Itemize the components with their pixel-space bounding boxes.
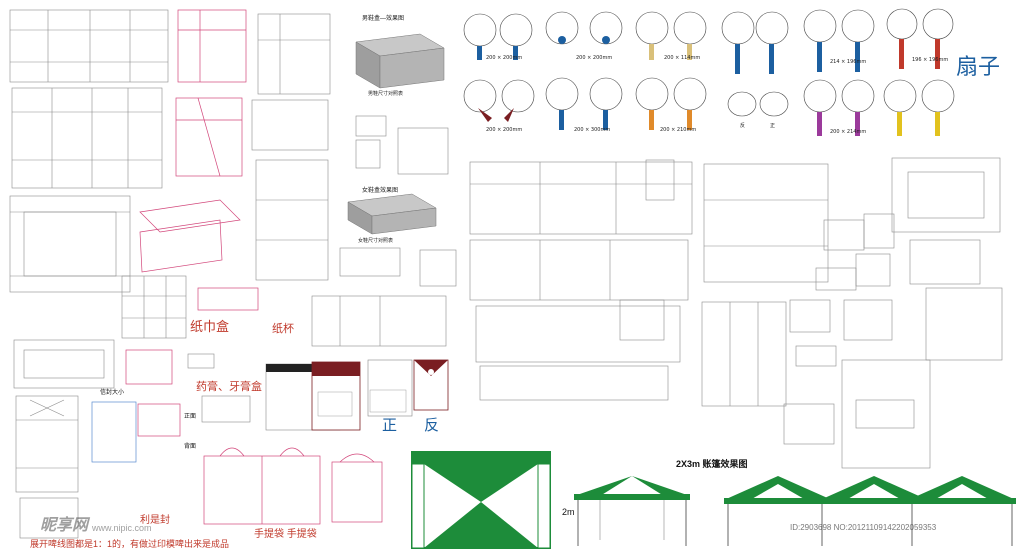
mens-box-label: 男鞋盒—效果图 bbox=[362, 16, 405, 22]
fan-dim-3: 200 × 114mm bbox=[664, 55, 701, 61]
fan-title: 扇子 bbox=[956, 54, 1001, 79]
watermark-logo: 昵享网 bbox=[40, 517, 89, 534]
womens-dims-label: 女鞋尺寸对照表 bbox=[358, 238, 394, 244]
tissue-box-label: 纸巾盒 bbox=[190, 319, 230, 334]
banner bbox=[411, 451, 551, 549]
medicine-box-label: 药膏、牙膏盒 bbox=[196, 381, 262, 393]
left-dielines bbox=[9, 9, 187, 539]
bottom-note: 展开啤线图都是1：1的，有做过印模啤出来是成品 bbox=[30, 539, 230, 549]
mens-dims-label: 男鞋尺寸对照表 bbox=[368, 91, 404, 97]
fan-dim-9: 200 × 214mm bbox=[830, 129, 867, 135]
fan-dim-1: 200 × 200mm bbox=[486, 55, 523, 61]
center-dielines bbox=[187, 13, 457, 423]
envelope-size-label: 信封大小 bbox=[100, 390, 125, 396]
watermark-url: www.nipic.com bbox=[92, 523, 152, 533]
front-side-label: 正面 bbox=[184, 414, 197, 420]
fan-dim-5: 196 × 196mm bbox=[912, 57, 949, 63]
folders bbox=[265, 359, 449, 431]
back-side-label: 背面 bbox=[184, 444, 197, 450]
pink-dielines bbox=[91, 9, 383, 525]
right-dielines bbox=[469, 157, 1003, 469]
fan-back-label: 反 bbox=[740, 123, 746, 129]
shoe-boxes bbox=[347, 33, 445, 235]
fan-dim-8: 200 × 210mm bbox=[660, 127, 697, 133]
red-packet-label: 利是封 bbox=[140, 515, 170, 526]
watermark-id: ID:2903698 NO:20121109142202059353 bbox=[790, 523, 937, 532]
tents bbox=[574, 476, 1016, 546]
fan-dim-2: 200 × 200mm bbox=[576, 55, 613, 61]
tent-2m-label: 2m bbox=[562, 507, 575, 517]
fan-dim-6: 200 × 200mm bbox=[486, 127, 523, 133]
fan-dim-4: 214 × 196mm bbox=[830, 59, 867, 65]
tent-title: 2X3m 账篷效果图 bbox=[676, 459, 748, 469]
folder-front-label: 正 bbox=[382, 417, 398, 434]
folder-back-label: 反 bbox=[424, 417, 440, 434]
womens-box-label: 女鞋盒效果图 bbox=[362, 188, 399, 194]
fan-front-label: 正 bbox=[770, 123, 776, 129]
fan-dim-7: 200 × 300mm bbox=[574, 127, 611, 133]
fans bbox=[463, 8, 955, 136]
paper-cup-label: 纸杯 bbox=[272, 323, 294, 335]
handbags-label: 手提袋 手提袋 bbox=[254, 529, 317, 540]
